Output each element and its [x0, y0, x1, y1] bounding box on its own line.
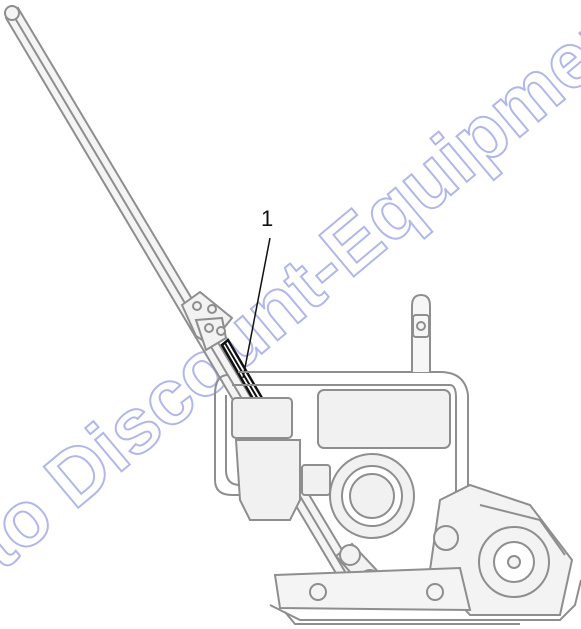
handle-clamp — [180, 290, 234, 352]
callout-leader — [242, 237, 271, 379]
callout-label-1: 1 — [261, 206, 274, 231]
frame — [214, 371, 469, 541]
lifting-hook — [411, 293, 431, 372]
belt-guard — [428, 483, 574, 616]
engine — [231, 389, 451, 539]
base-plate — [269, 566, 581, 625]
